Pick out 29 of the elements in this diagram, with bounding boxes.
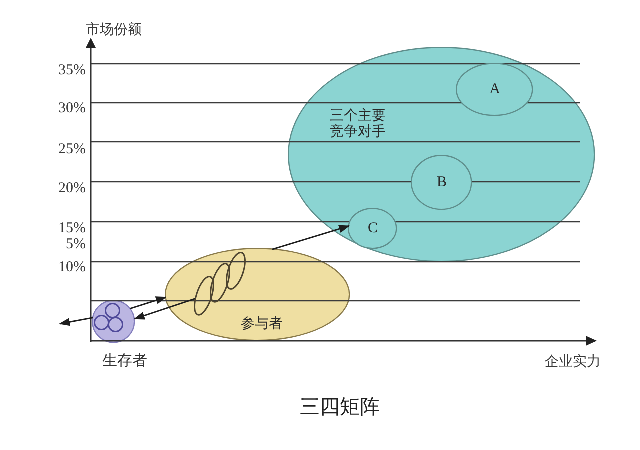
arrow bbox=[134, 298, 196, 320]
circle-node bbox=[92, 300, 136, 344]
node-caption: 生存者 bbox=[102, 352, 148, 370]
small-circle bbox=[105, 303, 121, 319]
ellipse-node: A bbox=[456, 63, 534, 117]
small-ellipse bbox=[210, 263, 230, 303]
arrow bbox=[59, 317, 94, 326]
tick-label: 15% bbox=[58, 220, 86, 238]
small-ellipse bbox=[226, 252, 246, 290]
ellipse-node: C bbox=[348, 208, 398, 250]
group-label: 参与者 bbox=[240, 314, 283, 331]
small-circle bbox=[94, 315, 110, 331]
small-circle bbox=[108, 317, 124, 333]
arrow bbox=[272, 225, 350, 250]
arrow bbox=[130, 296, 168, 310]
tick-label: 25% bbox=[58, 142, 86, 158]
group-ellipse bbox=[165, 248, 351, 342]
axis-title: 企业实力 bbox=[545, 353, 601, 369]
small-ellipse bbox=[194, 276, 214, 316]
ellipse-node: B bbox=[411, 155, 473, 211]
tick-label: 35% bbox=[58, 62, 86, 80]
tick-label: 5% bbox=[66, 236, 86, 254]
caption: 三四矩阵 bbox=[300, 396, 380, 420]
tick-label: 20% bbox=[58, 180, 86, 198]
group-label: 三个主要竞争对手 bbox=[330, 106, 387, 139]
tick-label: 30% bbox=[58, 100, 86, 118]
group-ellipse bbox=[288, 47, 596, 263]
tick-label: 10% bbox=[58, 260, 86, 276]
axis-title: 市场份额 bbox=[86, 21, 142, 37]
